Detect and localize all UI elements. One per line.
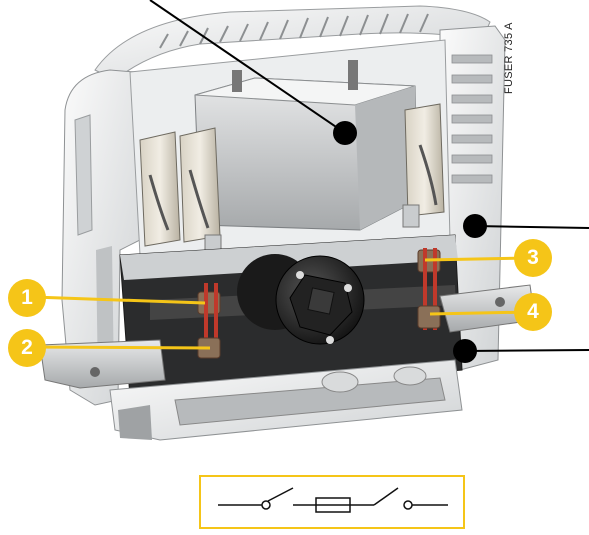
mounting-rail-left [39, 339, 166, 389]
callout-badge-2: 2 [8, 329, 46, 367]
callout-badge-1: 1 [8, 279, 46, 317]
bottom-base [109, 359, 463, 441]
leader-1 [32, 295, 206, 305]
black-pointers [149, 0, 589, 352]
right-terminal-clamps [402, 103, 445, 228]
left-terminal-clamps [139, 127, 222, 258]
rotary-knob [237, 254, 365, 345]
fuse-block [194, 60, 419, 231]
pointer-line-right-lower [464, 349, 589, 352]
schematic-symbol [199, 475, 465, 529]
pointer-line-top [149, 0, 346, 134]
pointer-line-right-upper [474, 225, 589, 229]
leader-2 [29, 345, 211, 350]
leader-3 [424, 256, 531, 262]
pointer-dot-right-lower [453, 339, 477, 363]
callout-leaders [29, 256, 531, 350]
pointer-dot-top [333, 121, 357, 145]
callout-badge-4: 4 [514, 293, 552, 331]
callout-badge-3: 3 [514, 239, 552, 277]
pointer-dot-right-upper [463, 214, 487, 238]
device-model-label: FUSER 735 A [503, 22, 515, 94]
leader-4 [429, 310, 531, 316]
mounting-rail-right [439, 284, 536, 333]
